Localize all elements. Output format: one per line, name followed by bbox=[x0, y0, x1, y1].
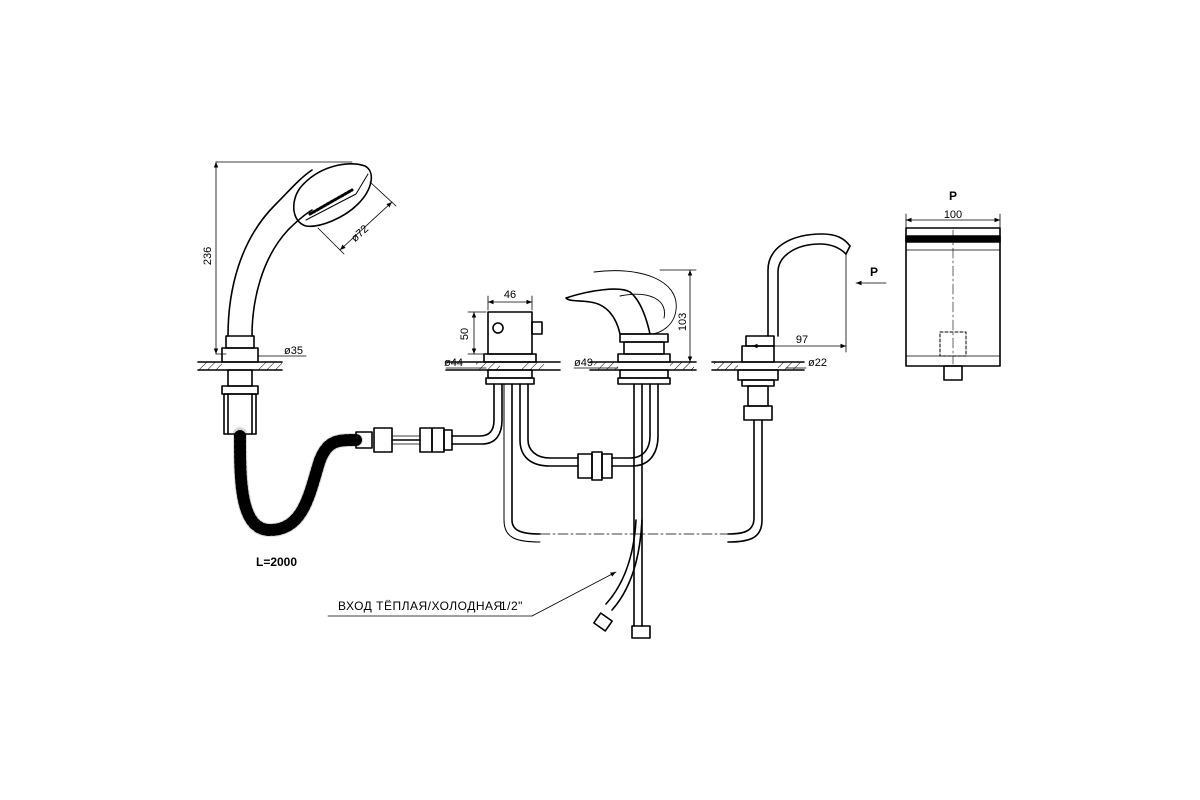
label-showerhead-diameter: ø72 bbox=[349, 223, 371, 245]
dim-spout bbox=[751, 253, 887, 369]
dim-mixer bbox=[573, 269, 697, 369]
label-diverter-base-diameter: ø44 bbox=[444, 357, 463, 369]
spout bbox=[711, 233, 851, 543]
label-view-marker: P bbox=[870, 265, 878, 279]
shower-hose bbox=[233, 383, 503, 537]
label-diverter-height: 50 bbox=[459, 328, 471, 340]
label-inlet-thread: 1/2" bbox=[500, 599, 523, 613]
dim-diverter bbox=[445, 295, 533, 369]
coupling bbox=[577, 383, 659, 481]
label-handshower-height: 236 bbox=[202, 247, 214, 265]
view-p bbox=[905, 213, 1001, 381]
label-mixer-height: 103 bbox=[677, 313, 689, 331]
label-mixer-base-diameter: ø49 bbox=[574, 357, 593, 369]
label-view-width: 100 bbox=[944, 209, 962, 221]
diverter bbox=[445, 311, 579, 543]
dim-handshower-height bbox=[213, 161, 353, 355]
label-spout-reach: 97 bbox=[796, 334, 808, 346]
label-diverter-width: 46 bbox=[504, 289, 516, 301]
label-spout-base-diameter: ø22 bbox=[808, 357, 827, 369]
label-inlet-note: ВХОД ТЁПЛАЯ/ХОЛОДНАЯ bbox=[338, 599, 503, 613]
label-view-title: P bbox=[949, 189, 957, 203]
mixer bbox=[565, 270, 697, 639]
label-handshower-base-diameter: ø35 bbox=[284, 345, 303, 357]
hand-shower bbox=[197, 163, 373, 435]
label-hose-length: L=2000 bbox=[256, 555, 297, 569]
dim-showerhead bbox=[317, 181, 397, 255]
inlet-leader bbox=[327, 571, 617, 617]
